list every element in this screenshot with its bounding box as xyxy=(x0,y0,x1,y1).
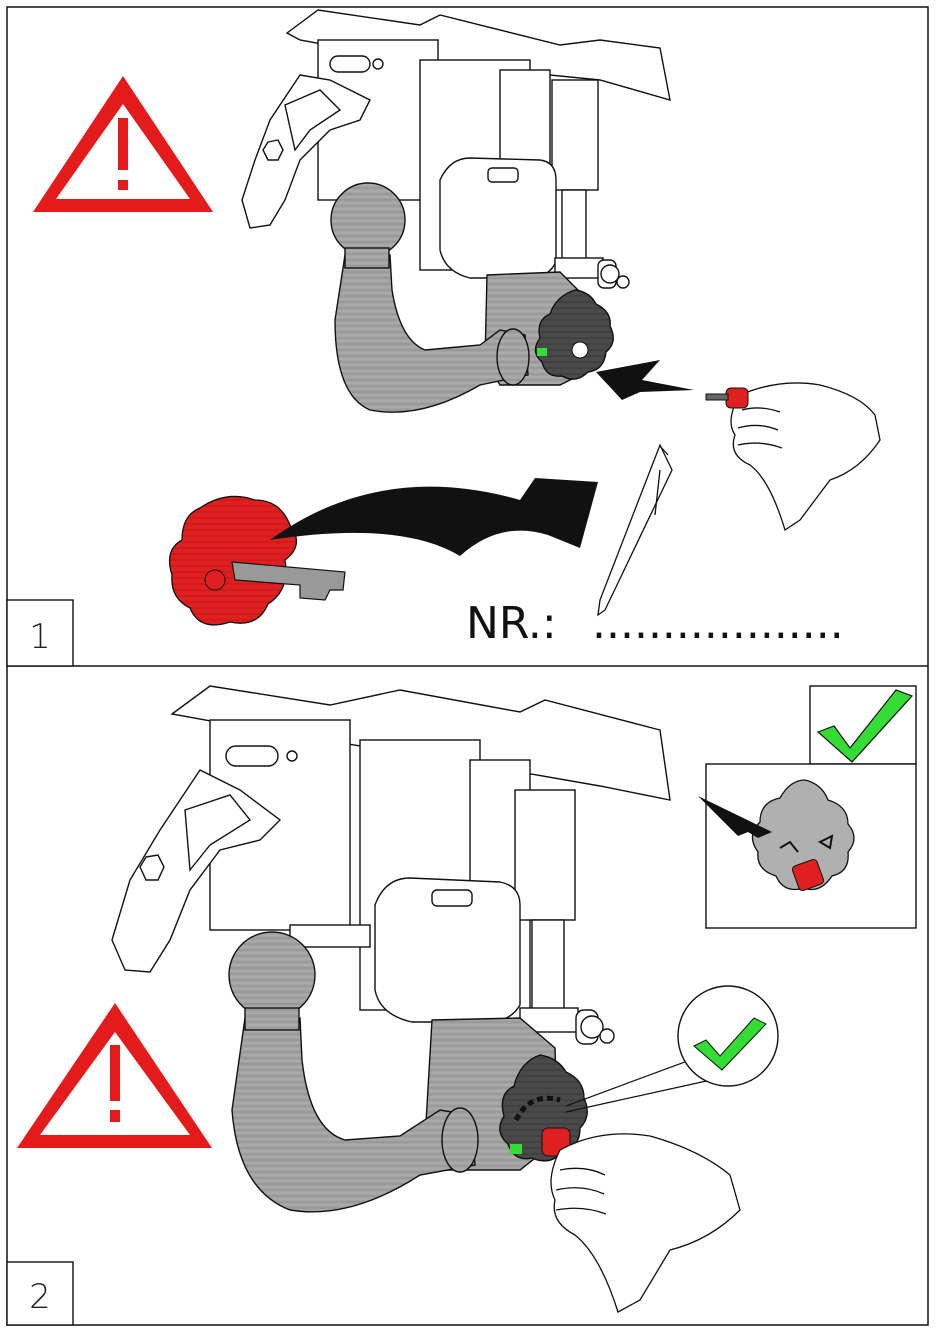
panel-number: 1 xyxy=(29,617,51,657)
hand-with-key xyxy=(730,382,881,532)
insert-arrow xyxy=(596,360,694,400)
hand-with-key xyxy=(550,1133,741,1313)
serial-number-label: NR.: xyxy=(466,598,557,649)
serial-number-field[interactable]: .................. xyxy=(592,598,844,649)
socket-housing xyxy=(439,157,630,289)
panel-number-box: 1 xyxy=(6,599,74,667)
curved-arrow xyxy=(270,478,598,556)
pen-icon xyxy=(597,443,673,617)
checkmark-icon xyxy=(565,985,779,1113)
mounting-bracket xyxy=(241,74,371,229)
socket-housing xyxy=(289,877,615,1045)
panel-number-box: 2 xyxy=(6,1261,74,1326)
knob-detail-inset xyxy=(698,763,917,929)
key-icon xyxy=(705,387,749,409)
warning-triangle-icon xyxy=(33,76,213,212)
tow-ball xyxy=(228,931,479,1213)
tow-ball xyxy=(330,182,530,413)
lock-knob-icon xyxy=(499,1054,588,1162)
panel-1: NR.: .................. 1 xyxy=(6,9,881,667)
warning-triangle-icon xyxy=(17,1003,212,1148)
panel-number: 2 xyxy=(29,1277,51,1317)
mounting-bracket xyxy=(111,769,282,973)
panel-2: 2 xyxy=(6,685,917,1326)
checkmark-icon xyxy=(809,685,917,765)
lock-knob-icon xyxy=(534,289,614,380)
key-icon xyxy=(168,495,346,626)
